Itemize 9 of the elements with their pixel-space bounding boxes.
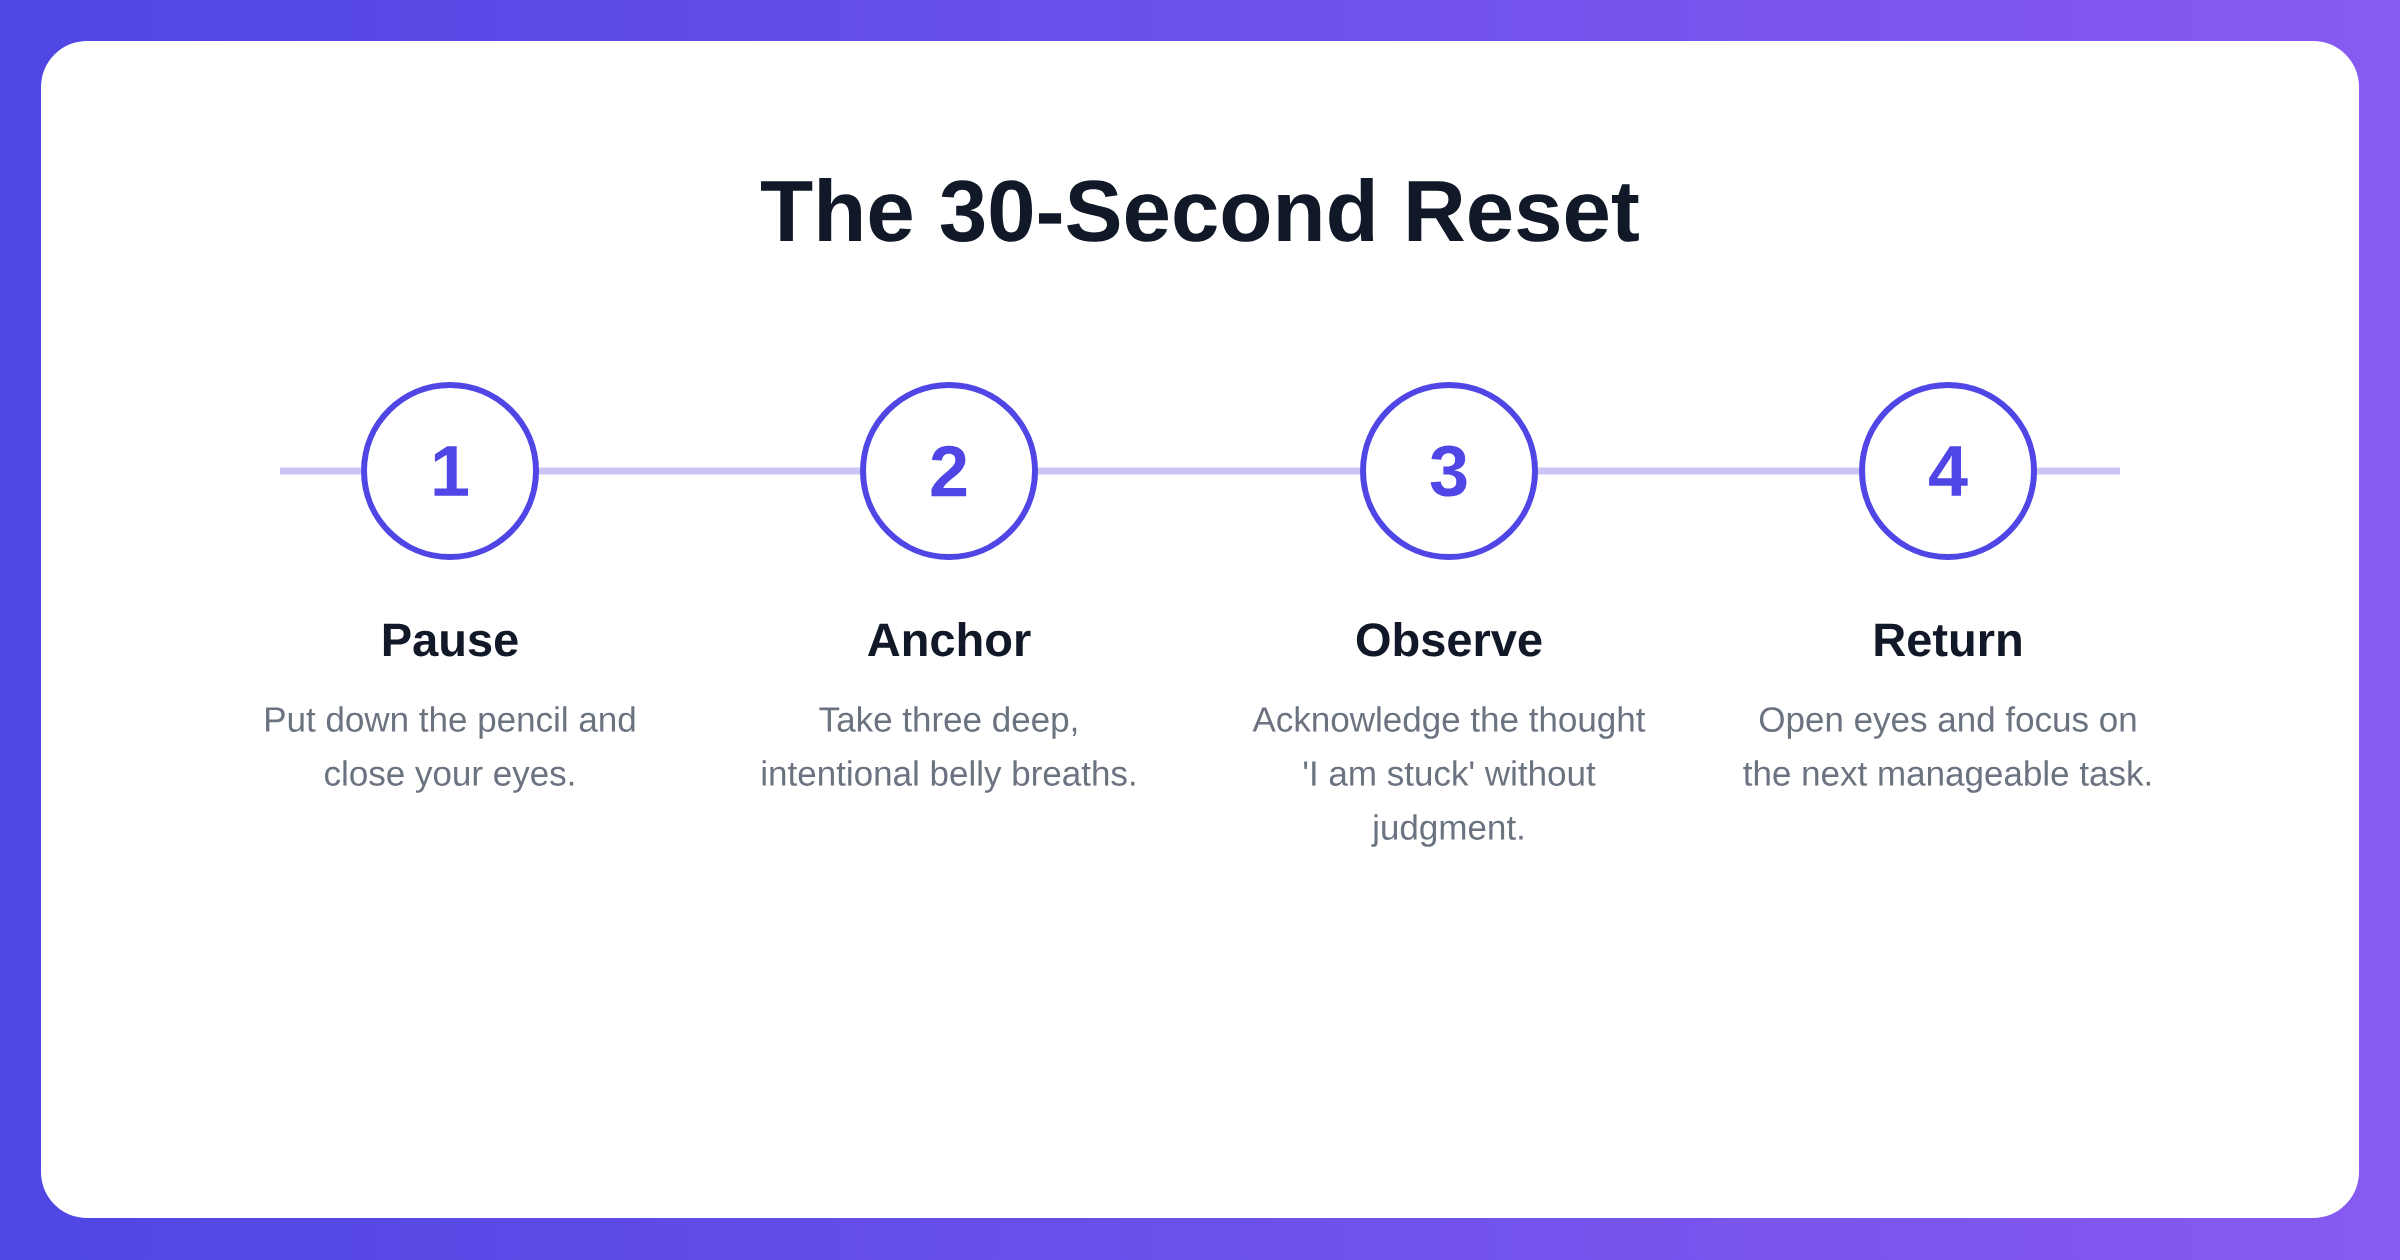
step-description: Acknowledge the thought 'I am stuck' without judgment. bbox=[1252, 706, 1646, 847]
step-heading: Anchor bbox=[867, 621, 1031, 657]
step-heading: Observe bbox=[1356, 621, 1542, 657]
step-description: Open eyes and focus on the next manageable task. bbox=[1743, 706, 2150, 793]
step-heading: Pause bbox=[383, 623, 518, 657]
step-heading: Return bbox=[1875, 623, 2021, 657]
title: The 30-Second Reset bbox=[761, 177, 1639, 242]
step-description: Take three deep, intentional belly breaths. bbox=[762, 706, 1135, 793]
step-description: Put down the pencil and close your eyes. bbox=[266, 706, 635, 793]
